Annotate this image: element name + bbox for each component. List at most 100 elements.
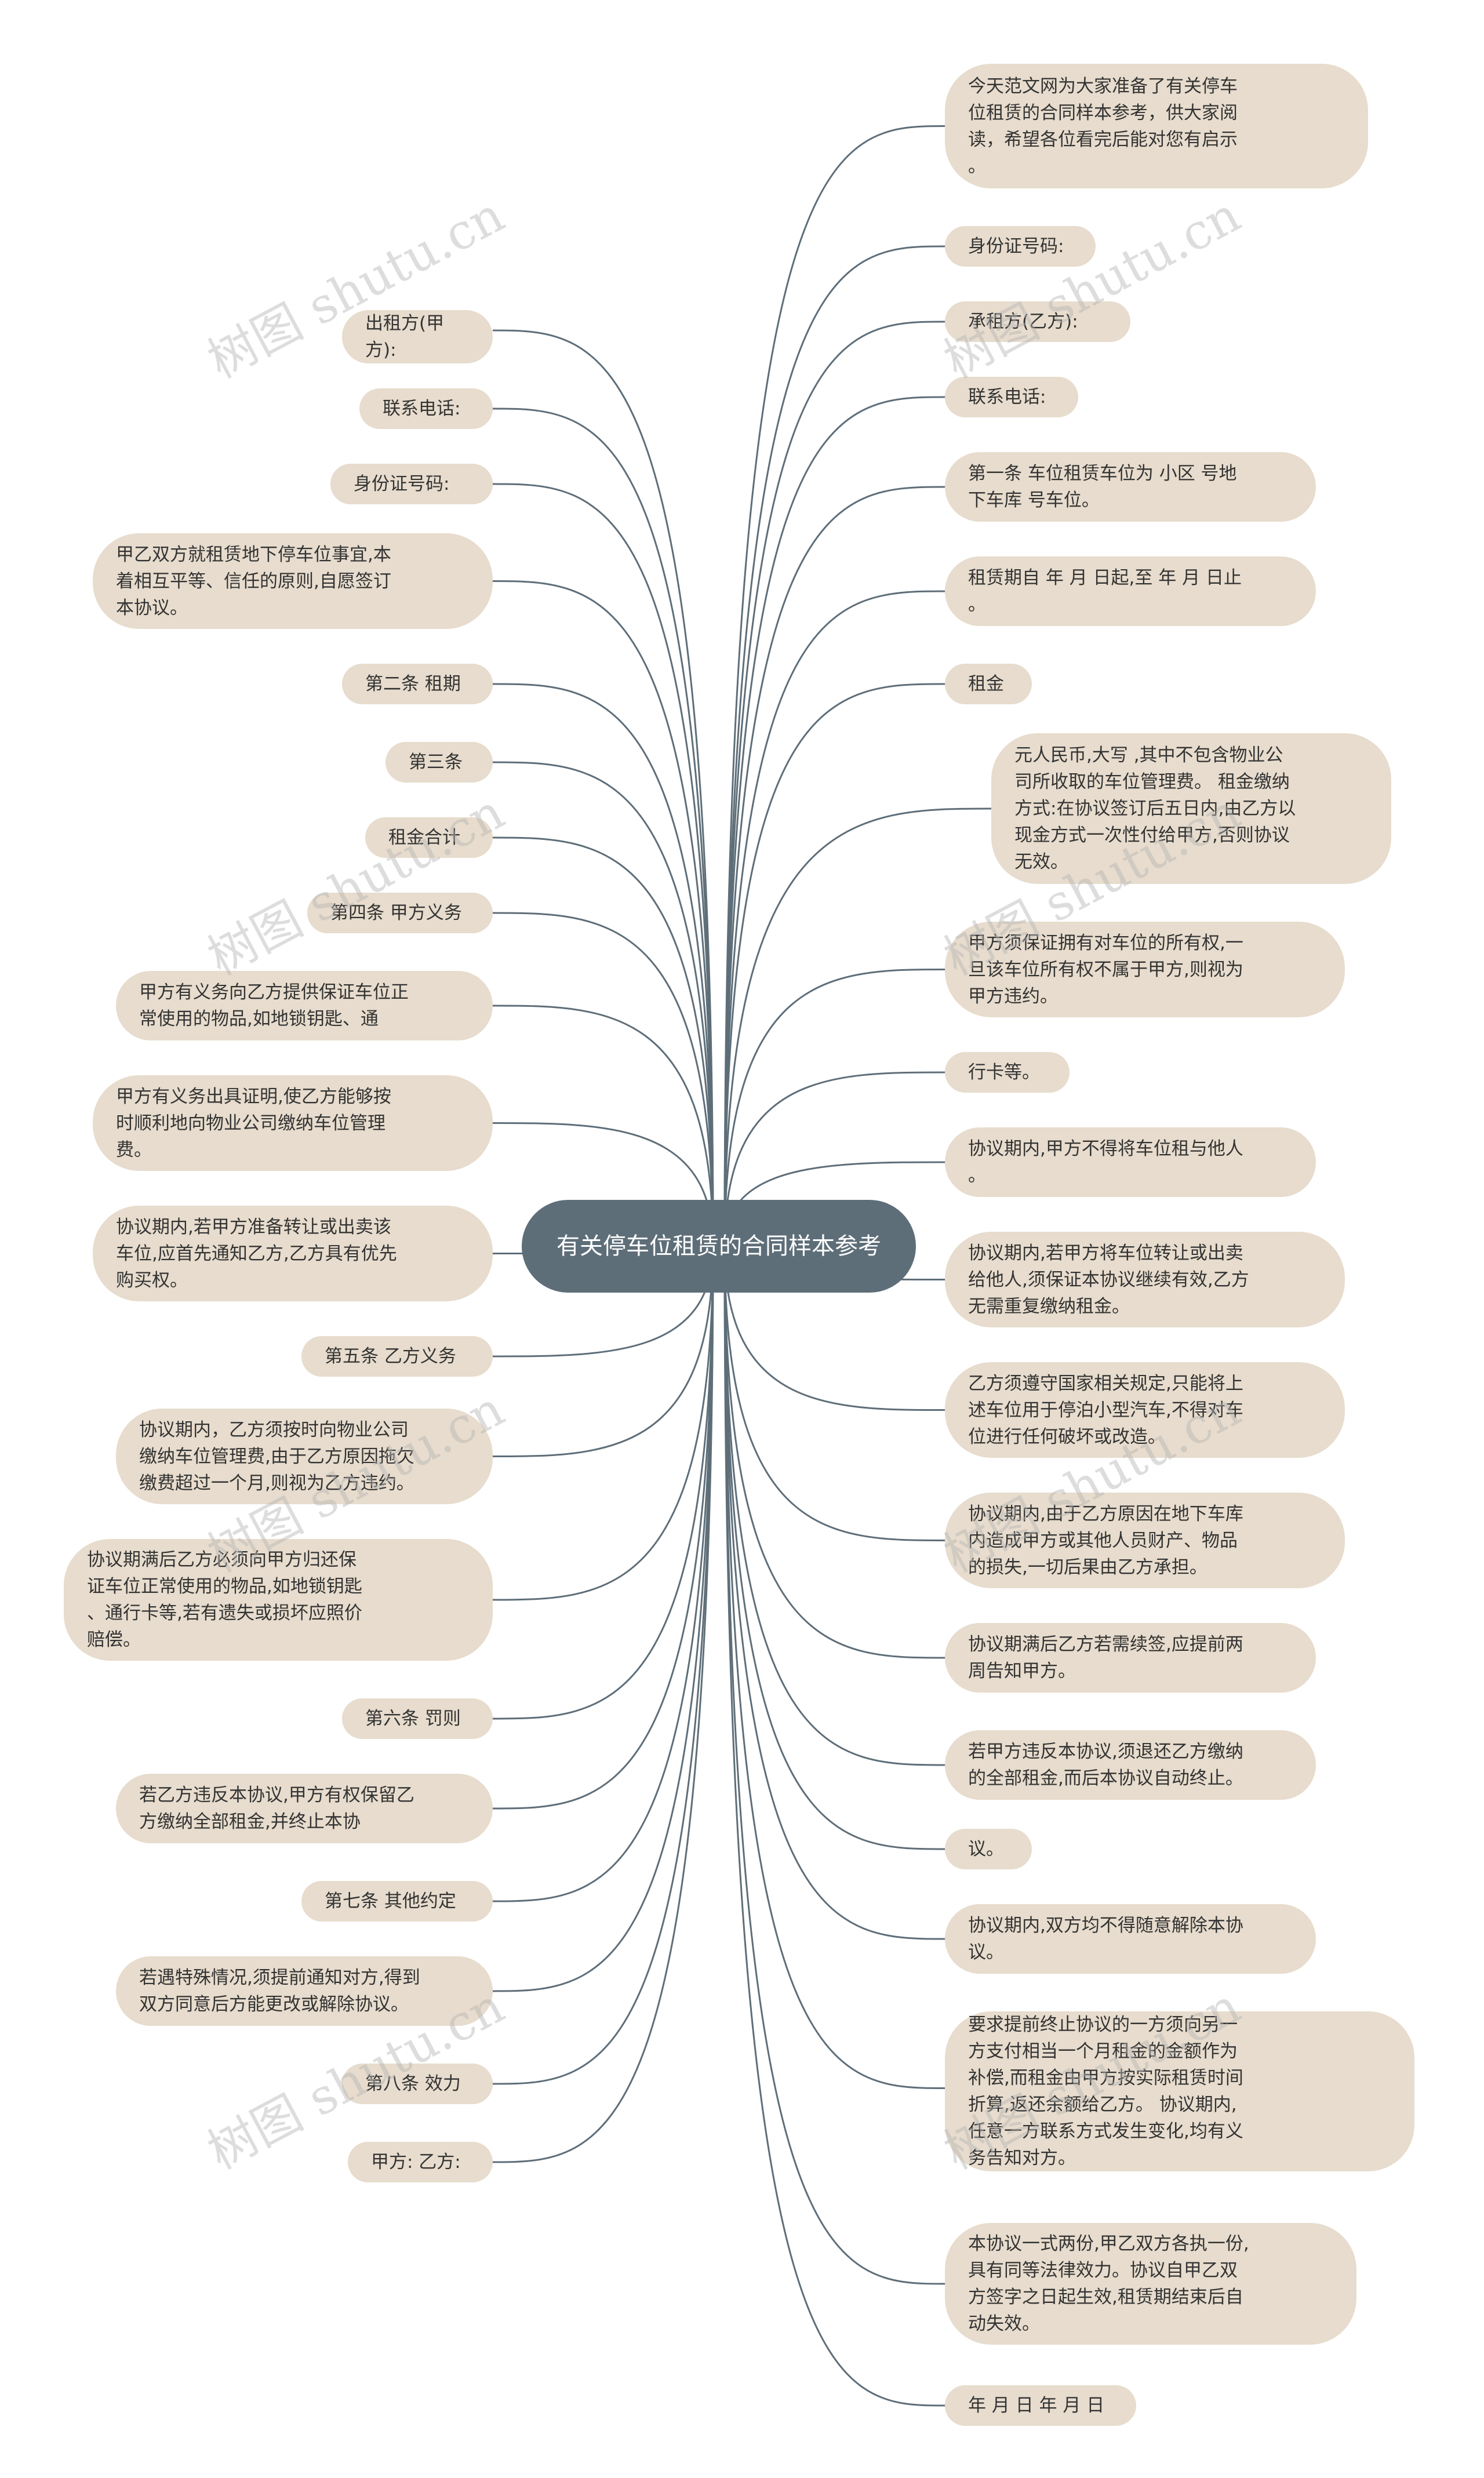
right-node-10[interactable]: 协议期内,甲方不得将车位租与他人 。 <box>945 1127 1316 1197</box>
right-node-19[interactable]: 本协议一式两份,甲乙双方各执一份, 具有同等法律效力。协议自甲乙双 方签字之日起… <box>945 2223 1356 2345</box>
left-node-label: 甲乙双方就租赁地下停车位事宜,本 着相互平等、信任的原则,自愿签订 本协议。 <box>116 544 391 618</box>
left-node-label: 第二条 租期 <box>365 674 461 694</box>
left-node-label: 第六条 罚则 <box>365 1708 461 1729</box>
left-connector-19 <box>492 1246 714 2163</box>
left-node-7[interactable]: 第四条 甲方义务 <box>307 893 493 933</box>
right-connector-7 <box>723 807 992 1247</box>
left-node-9[interactable]: 甲方有义务出具证明,使乙方能够按 时顺利地向物业公司缴纳车位管理 费。 <box>93 1075 493 1171</box>
right-node-7[interactable]: 元人民币,大写 ,其中不包含物业公 司所收取的车位管理费。 租金缴纳 方式:在协… <box>991 733 1391 884</box>
left-node-11[interactable]: 第五条 乙方义务 <box>301 1336 493 1377</box>
right-node-2[interactable]: 承租方(乙方): <box>945 301 1130 342</box>
right-node-0[interactable]: 今天范文网为大家准备了有关停车 位租赁的合同样本参考，供大家阅 读，希望各位看完… <box>945 64 1368 188</box>
right-connector-13 <box>723 1246 945 1541</box>
right-node-label: 承租方(乙方): <box>968 311 1078 332</box>
left-node-label: 甲方有义务出具证明,使乙方能够按 时顺利地向物业公司缴纳车位管理 费。 <box>116 1086 391 1160</box>
left-node-13[interactable]: 协议期满后乙方必须向甲方归还保 证车位正常使用的物品,如地锁钥匙 、通行卡等,若… <box>64 1539 493 1661</box>
central-topic[interactable]: 有关停车位租赁的合同样本参考 <box>522 1200 916 1293</box>
left-connector-2 <box>492 483 714 1247</box>
right-node-3[interactable]: 联系电话: <box>945 377 1078 417</box>
right-node-label: 议。 <box>968 1839 1004 1860</box>
left-node-18[interactable]: 第八条 效力 <box>342 2064 493 2104</box>
right-node-12[interactable]: 乙方须遵守国家相关规定,只能将上 述车位用于停泊小型汽车,不得对车 位进行任何破… <box>945 1362 1345 1458</box>
right-connector-6 <box>723 683 945 1247</box>
right-connector-20 <box>723 1246 945 2407</box>
right-connector-1 <box>723 245 945 1247</box>
right-node-8[interactable]: 甲方须保证拥有对车位的所有权,一 旦该车位所有权不属于甲方,则视为 甲方违约。 <box>945 922 1345 1017</box>
left-connector-14 <box>492 1246 714 1720</box>
right-node-label: 要求提前终止协议的一方须向另一 方支付相当一个月租金的金额作为 补偿,而租金由甲… <box>968 2014 1243 2168</box>
left-node-3[interactable]: 甲乙双方就租赁地下停车位事宜,本 着相互平等、信任的原则,自愿签订 本协议。 <box>93 533 493 629</box>
right-connector-2 <box>723 321 945 1247</box>
left-node-12[interactable]: 协议期内，乙方须按时向物业公司 缴纳车位管理费,由于乙方原因拖欠 缴费超过一个月… <box>116 1409 493 1504</box>
right-node-label: 租金 <box>968 674 1004 694</box>
right-node-15[interactable]: 若甲方违反本协议,须退还乙方缴纳 的全部租金,而后本协议自动终止。 <box>945 1730 1316 1800</box>
right-connector-16 <box>723 1246 945 1850</box>
left-node-16[interactable]: 第七条 其他约定 <box>301 1881 493 1922</box>
right-node-label: 协议期满后乙方若需续签,应提前两 周告知甲方。 <box>968 1634 1243 1682</box>
right-node-label: 年 月 日 年 月 日 <box>968 2395 1105 2416</box>
right-node-17[interactable]: 协议期内,双方均不得随意解除本协 议。 <box>945 1904 1316 1974</box>
right-node-6[interactable]: 租金 <box>945 664 1032 704</box>
right-connector-4 <box>723 486 945 1247</box>
left-connector-6 <box>492 836 714 1247</box>
right-node-1[interactable]: 身份证号码: <box>945 226 1096 267</box>
right-node-label: 租赁期自 年 月 日起,至 年 月 日止 。 <box>968 567 1242 615</box>
left-connector-13 <box>492 1246 714 1601</box>
left-node-4[interactable]: 第二条 租期 <box>342 664 493 704</box>
right-connector-18 <box>723 1246 945 2089</box>
left-node-label: 联系电话: <box>383 398 461 419</box>
left-node-label: 协议期内,若甲方准备转让或出卖该 车位,应首先通知乙方,乙方具有优先 购买权。 <box>116 1216 397 1291</box>
left-node-14[interactable]: 第六条 罚则 <box>342 1698 493 1739</box>
left-node-label: 出租方(甲方): <box>365 313 445 361</box>
left-connector-15 <box>492 1246 714 1810</box>
left-connector-5 <box>492 761 714 1247</box>
left-connector-18 <box>492 1246 714 2085</box>
right-node-label: 乙方须遵守国家相关规定,只能将上 述车位用于停泊小型汽车,不得对车 位进行任何破… <box>968 1373 1243 1447</box>
left-node-label: 第四条 甲方义务 <box>330 903 462 923</box>
right-node-4[interactable]: 第一条 车位租赁车位为 小区 号地 下车库 号车位。 <box>945 452 1316 522</box>
right-node-label: 若甲方违反本协议,须退还乙方缴纳 的全部租金,而后本协议自动终止。 <box>968 1741 1243 1789</box>
right-node-18[interactable]: 要求提前终止协议的一方须向另一 方支付相当一个月租金的金额作为 补偿,而租金由甲… <box>945 2011 1414 2171</box>
right-node-label: 协议期内,双方均不得随意解除本协 议。 <box>968 1915 1243 1963</box>
right-node-13[interactable]: 协议期内,由于乙方原因在地下车库 内造成甲方或其他人员财产、物品 的损失,一切后… <box>945 1493 1345 1588</box>
right-connector-0 <box>723 125 945 1247</box>
left-connector-16 <box>492 1246 714 1902</box>
right-node-9[interactable]: 行卡等。 <box>945 1052 1070 1093</box>
right-connector-9 <box>723 1071 945 1247</box>
left-node-19[interactable]: 甲方: 乙方: <box>348 2142 493 2182</box>
right-node-label: 联系电话: <box>968 387 1046 407</box>
left-node-label: 第七条 其他约定 <box>325 1891 456 1912</box>
left-node-6[interactable]: 租金合计 <box>365 817 493 858</box>
left-node-5[interactable]: 第三条 <box>385 742 493 783</box>
left-node-8[interactable]: 甲方有义务向乙方提供保证车位正 常使用的物品,如地锁钥匙、通 <box>116 971 493 1040</box>
right-node-20[interactable]: 年 月 日 年 月 日 <box>945 2385 1136 2426</box>
left-node-15[interactable]: 若乙方违反本协议,甲方有权保留乙 方缴纳全部租金,并终止本协 <box>116 1774 493 1843</box>
left-node-label: 协议期满后乙方必须向甲方归还保 证车位正常使用的物品,如地锁钥匙 、通行卡等,若… <box>87 1549 362 1650</box>
left-node-label: 甲方: 乙方: <box>371 2152 461 2173</box>
right-node-label: 行卡等。 <box>968 1062 1040 1083</box>
left-connector-7 <box>492 912 714 1247</box>
left-connector-1 <box>492 407 714 1247</box>
left-node-label: 租金合计 <box>388 827 460 848</box>
right-node-label: 第一条 车位租赁车位为 小区 号地 下车库 号车位。 <box>968 463 1237 511</box>
right-node-11[interactable]: 协议期内,若甲方将车位转让或出卖 给他人,须保证本协议继续有效,乙方 无需重复缴… <box>945 1232 1345 1327</box>
right-node-5[interactable]: 租赁期自 年 月 日起,至 年 月 日止 。 <box>945 556 1316 626</box>
left-connector-8 <box>492 1005 714 1247</box>
left-node-label: 若乙方违反本协议,甲方有权保留乙 方缴纳全部租金,并终止本协 <box>139 1785 414 1832</box>
right-node-label: 身份证号码: <box>968 236 1064 257</box>
left-node-label: 第八条 效力 <box>365 2073 461 2094</box>
right-node-14[interactable]: 协议期满后乙方若需续签,应提前两 周告知甲方。 <box>945 1623 1316 1693</box>
left-node-0[interactable]: 出租方(甲方): <box>342 310 493 363</box>
right-node-label: 今天范文网为大家准备了有关停车 位租赁的合同样本参考，供大家阅 读，希望各位看完… <box>968 75 1238 177</box>
left-connector-12 <box>492 1246 714 1457</box>
left-node-17[interactable]: 若遇特殊情况,须提前通知对方,得到 双方同意后方能更改或解除协议。 <box>116 1956 493 2026</box>
right-connector-17 <box>723 1246 945 1940</box>
left-node-label: 协议期内，乙方须按时向物业公司 缴纳车位管理费,由于乙方原因拖欠 缴费超过一个月… <box>139 1419 414 1494</box>
right-connector-15 <box>723 1246 945 1766</box>
left-node-10[interactable]: 协议期内,若甲方准备转让或出卖该 车位,应首先通知乙方,乙方具有优先 购买权。 <box>93 1206 493 1301</box>
right-connector-14 <box>723 1246 945 1659</box>
right-connector-5 <box>723 590 945 1247</box>
left-node-1[interactable]: 联系电话: <box>359 388 493 429</box>
left-node-2[interactable]: 身份证号码: <box>330 464 493 504</box>
right-node-16[interactable]: 议。 <box>945 1829 1032 1869</box>
